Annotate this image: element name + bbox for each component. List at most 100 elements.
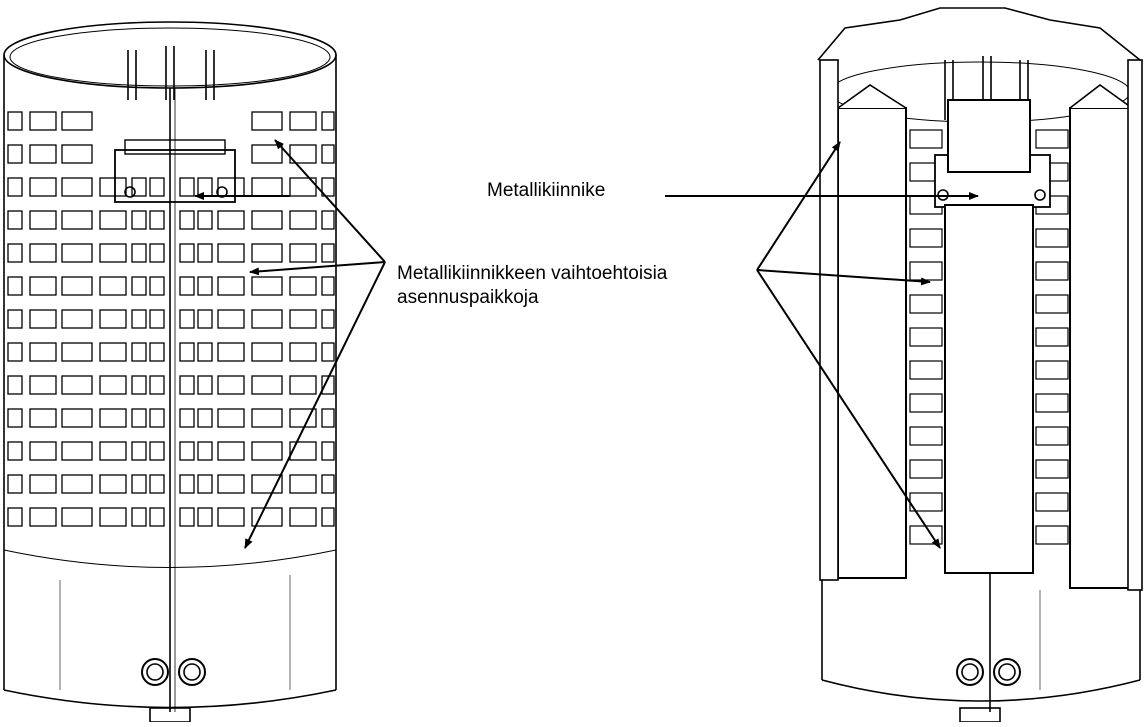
left-grille-slot [131, 375, 147, 395]
left-grille-slot [217, 243, 245, 263]
right-panel-center-top [947, 99, 1031, 173]
left-grille-slot [179, 474, 195, 494]
left-grille-slot [99, 177, 127, 197]
left-grille-slot [217, 474, 245, 494]
left-grille-slot [29, 375, 57, 395]
left-grille-slot [29, 276, 57, 296]
left-grille-slot [149, 276, 165, 296]
left-grille-slot [7, 342, 23, 362]
left-grille-slot [289, 441, 317, 461]
left-grille-slot [217, 408, 245, 428]
left-metal-bracket [114, 149, 236, 203]
left-grille-slot [217, 507, 245, 527]
left-grille-slot [289, 210, 317, 230]
left-grille-slot [197, 342, 213, 362]
right-grille-slot [909, 459, 943, 479]
right-crown [817, 7, 1141, 61]
right-heater-drawing [817, 7, 1143, 723]
left-grille-slot [179, 375, 195, 395]
right-foot [959, 707, 1001, 723]
left-knob-2 [178, 658, 206, 686]
left-bracket-top [124, 139, 226, 155]
left-grille-slot [99, 507, 127, 527]
left-grille-slot [217, 309, 245, 329]
left-grille-slot [251, 375, 283, 395]
left-grille-slot [131, 408, 147, 428]
arrow-alt-left-mid [249, 261, 386, 276]
right-bottom-edge [821, 679, 1141, 702]
left-grille-slot [251, 111, 283, 131]
left-grille-slot [197, 441, 213, 461]
left-grille-slot [61, 210, 93, 230]
left-grille-slot [289, 342, 317, 362]
left-grille-slot [217, 342, 245, 362]
left-heater-drawing [3, 21, 337, 723]
right-grille-slot [1035, 327, 1069, 347]
right-grille-slot [909, 360, 943, 380]
left-grille-slot [61, 177, 93, 197]
left-element-3 [205, 50, 215, 100]
left-grille-slot [197, 309, 213, 329]
left-grille-slot [179, 507, 195, 527]
left-grille-slot [251, 144, 283, 164]
left-grille-slot [289, 309, 317, 329]
left-grille-slot [131, 309, 147, 329]
left-grille-slot [29, 309, 57, 329]
left-grille-slot [99, 243, 127, 263]
left-grille-slot [289, 276, 317, 296]
left-grille-slot [7, 243, 23, 263]
left-grille-slot [251, 309, 283, 329]
left-grille-slot [61, 408, 93, 428]
left-grille-slot [251, 210, 283, 230]
left-grille-slot [149, 342, 165, 362]
right-knob-2 [993, 658, 1021, 686]
right-grille-slot [909, 129, 943, 149]
left-grille-slot [321, 177, 335, 197]
right-grille-slot [1035, 525, 1069, 545]
left-grille-slot [289, 177, 317, 197]
left-grille-slot [197, 375, 213, 395]
left-grille-slot [321, 408, 335, 428]
left-grille-slot [7, 177, 23, 197]
left-grille-slot [197, 474, 213, 494]
left-grille-slot [7, 474, 23, 494]
left-grille-slot [289, 507, 317, 527]
left-grille-slot [197, 177, 213, 197]
left-grille-slot [7, 309, 23, 329]
right-panel-right [1069, 107, 1133, 589]
label-alternative-positions-line1: Metallikiinnikkeen vaihtoehtoisia [397, 263, 668, 284]
label-metal-bracket: Metallikiinnike [487, 180, 606, 201]
left-grille-slot [321, 276, 335, 296]
left-grille-slot [321, 111, 335, 131]
right-knob-2-inner [998, 663, 1016, 681]
left-grille-slot [321, 507, 335, 527]
arrow-alt-left-bottom [244, 261, 386, 549]
left-grille-slot [217, 210, 245, 230]
right-bracket-screw-b [1034, 189, 1046, 201]
right-grille-slot [909, 261, 943, 281]
right-grille-slot [1035, 459, 1069, 479]
left-grille-slot [251, 507, 283, 527]
left-grille-slot [7, 507, 23, 527]
left-grille-slot [131, 243, 147, 263]
left-grille-slot [29, 111, 57, 131]
left-grille-slot [61, 375, 93, 395]
left-grille-slot [321, 144, 335, 164]
right-grille-slot [909, 327, 943, 347]
left-grille-slot [61, 507, 93, 527]
left-grille-slot [149, 309, 165, 329]
right-grille-slot [909, 525, 943, 545]
right-grille-slot [1035, 426, 1069, 446]
left-grille-slot [321, 210, 335, 230]
left-grille-slot [289, 243, 317, 263]
left-grille-slot [7, 144, 23, 164]
left-grille-slot [131, 441, 147, 461]
left-grille-slot [149, 474, 165, 494]
left-grille-slot [289, 408, 317, 428]
left-grille-slot [7, 375, 23, 395]
left-grille-slot [7, 210, 23, 230]
left-grille-slot [99, 210, 127, 230]
label-alternative-positions-line2: asennuspaikkoja [397, 287, 539, 308]
left-grille-slot [149, 177, 165, 197]
